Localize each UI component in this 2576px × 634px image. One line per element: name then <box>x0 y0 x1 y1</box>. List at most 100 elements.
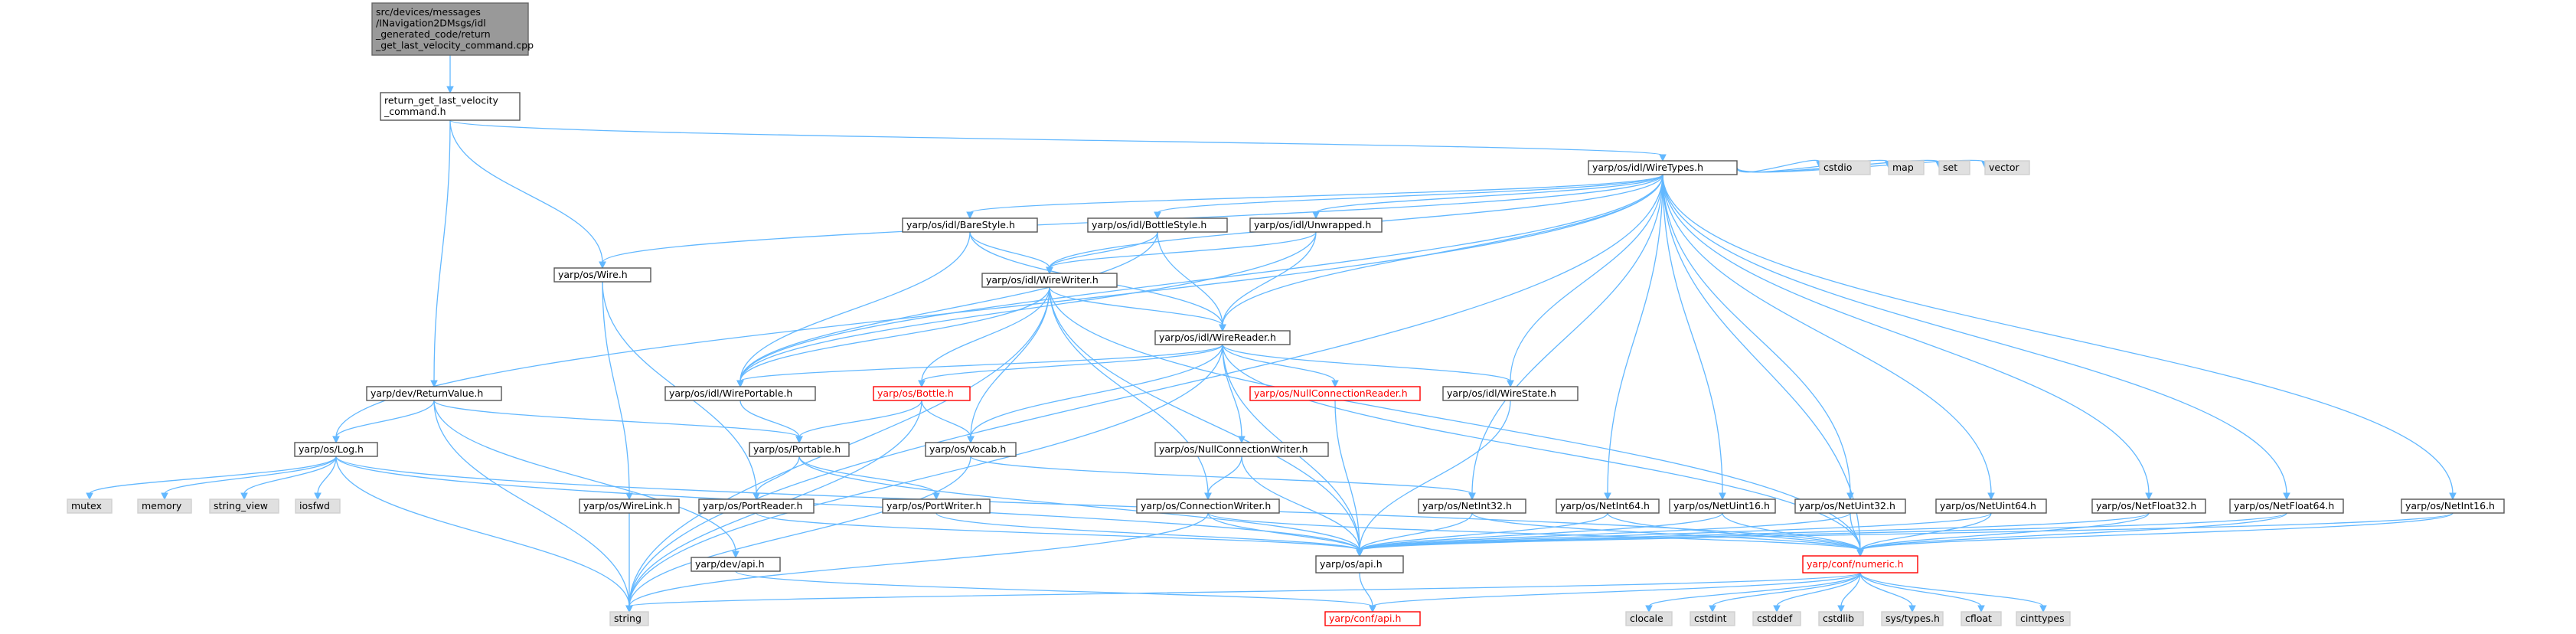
edge-arrowhead <box>1856 549 1864 557</box>
node-log[interactable]: yarp/os/Log.h <box>294 442 378 457</box>
edge-wirereader-to-vocab <box>970 344 1223 438</box>
node-systypes[interactable]: sys/types.h <box>1881 611 1944 626</box>
node-label: yarp/os/NetInt32.h <box>1422 500 1512 511</box>
node-label: mutex <box>71 500 102 511</box>
node-label: yarp/os/idl/WireTypes.h <box>1592 162 1703 173</box>
node-box <box>1690 611 1735 626</box>
node-label: yarp/os/NetFloat64.h <box>2234 500 2334 511</box>
node-connwriter[interactable]: yarp/os/ConnectionWriter.h <box>1136 498 1280 514</box>
node-portwriter[interactable]: yarp/os/PortWriter.h <box>882 498 991 514</box>
edge-portable-to-osapi <box>798 456 1360 551</box>
node-clocale[interactable]: clocale <box>1625 611 1673 626</box>
node-wirewriter[interactable]: yarp/os/idl/WireWriter.h <box>981 273 1118 288</box>
node-label: cstdlib <box>1823 613 1854 624</box>
edge-arrowhead <box>625 605 633 613</box>
edge-arrowhead <box>1331 380 1339 388</box>
node-netint16[interactable]: yarp/os/NetInt16.h <box>2401 498 2505 514</box>
node-netint64[interactable]: yarp/os/NetInt64.h <box>1556 498 1660 514</box>
node-netuint16[interactable]: yarp/os/NetUint16.h <box>1669 498 1776 514</box>
edge-connwriter-to-string <box>628 512 1209 607</box>
node-label: cstdint <box>1694 613 1727 624</box>
node-label: yarp/os/Bottle.h <box>877 387 954 399</box>
node-wirereader[interactable]: yarp/os/idl/WireReader.h <box>1154 330 1291 345</box>
node-vector[interactable]: vector <box>1984 160 2030 175</box>
edge-returnvalue-to-portable <box>433 400 800 438</box>
node-box <box>925 442 1017 457</box>
node-cstdint[interactable]: cstdint <box>1690 611 1735 626</box>
node-barestyle[interactable]: yarp/os/idl/BareStyle.h <box>902 217 1038 233</box>
node-box <box>1315 555 1404 574</box>
node-set[interactable]: set <box>1938 160 1970 175</box>
edge-netuint32-to-numeric <box>1850 512 1861 551</box>
node-wiretypes[interactable]: yarp/os/idl/WireTypes.h <box>1588 160 1738 175</box>
node-cstdio[interactable]: cstdio <box>1819 160 1871 175</box>
node-bottlestyle[interactable]: yarp/os/idl/BottleStyle.h <box>1087 217 1228 233</box>
edge-portwriter-to-osapi <box>935 512 1360 551</box>
node-box <box>137 498 192 514</box>
node-vocab[interactable]: yarp/os/Vocab.h <box>925 442 1017 457</box>
node-wirestate[interactable]: yarp/os/idl/WireState.h <box>1442 386 1579 401</box>
edge-arrowhead <box>736 380 744 388</box>
node-box <box>1888 160 1925 175</box>
node-string[interactable]: string <box>609 611 649 626</box>
node-mutex[interactable]: mutex <box>67 498 113 514</box>
edge-unwrapped-to-wireportable <box>739 231 1317 382</box>
node-cstddef[interactable]: cstddef <box>1752 611 1801 626</box>
node-box <box>2091 498 2206 514</box>
node-wireportable[interactable]: yarp/os/idl/WirePortable.h <box>664 386 816 401</box>
node-label: yarp/os/idl/BottleStyle.h <box>1092 219 1206 230</box>
edge-wiretypes-to-barestyle <box>969 174 1663 214</box>
edge-barestyle-to-wirewriter <box>969 231 1050 269</box>
node-box <box>691 557 781 572</box>
edge-netuint16-to-osapi <box>1359 512 1723 551</box>
node-string_view[interactable]: string_view <box>209 498 279 514</box>
node-map[interactable]: map <box>1888 160 1925 175</box>
node-cfloat[interactable]: cfloat <box>1961 611 2002 626</box>
edge-arrowhead <box>1154 211 1161 220</box>
node-netuint32[interactable]: yarp/os/NetUint32.h <box>1794 498 1906 514</box>
node-root[interactable]: src/devices/messages/INavigation2DMsgs/i… <box>371 2 534 56</box>
node-label: yarp/os/idl/WireWriter.h <box>986 274 1099 286</box>
edge-log-to-numeric <box>335 456 1861 551</box>
edge-arrowhead <box>1908 605 1916 613</box>
node-osapi[interactable]: yarp/os/api.h <box>1315 555 1404 574</box>
edge-arrowhead <box>240 492 248 501</box>
node-netfloat32[interactable]: yarp/os/NetFloat32.h <box>2091 498 2206 514</box>
node-box <box>664 386 816 401</box>
node-box <box>1669 498 1776 514</box>
node-nullconnwriter[interactable]: yarp/os/NullConnectionWriter.h <box>1154 442 1329 457</box>
edge-rglv-to-wiretypes <box>449 119 1663 156</box>
node-numeric[interactable]: yarp/conf/numeric.h <box>1802 555 1918 574</box>
edge-arrowhead <box>2283 492 2290 501</box>
node-portable[interactable]: yarp/os/Portable.h <box>749 442 850 457</box>
node-nullconnreader[interactable]: yarp/os/NullConnectionReader.h <box>1249 386 1421 401</box>
node-unwrapped[interactable]: yarp/os/idl/Unwrapped.h <box>1249 217 1383 233</box>
edge-arrowhead <box>1046 266 1053 275</box>
edge-log-to-string <box>335 456 630 607</box>
node-box <box>902 217 1038 233</box>
node-iosfwd[interactable]: iosfwd <box>295 498 341 514</box>
node-devapi[interactable]: yarp/dev/api.h <box>691 557 781 572</box>
edge-arrowhead <box>732 551 739 559</box>
node-wirelink[interactable]: yarp/os/WireLink.h <box>579 498 680 514</box>
edge-wiretypes-to-netfloat64 <box>1662 174 2287 495</box>
node-cinttypes[interactable]: cinttypes <box>2016 611 2071 626</box>
node-cstdlib[interactable]: cstdlib <box>1818 611 1864 626</box>
edge-returnvalue-to-log <box>335 400 435 438</box>
node-label: yarp/os/NetInt16.h <box>2405 500 2495 511</box>
node-confapi[interactable]: yarp/conf/api.h <box>1324 611 1421 626</box>
node-portreader[interactable]: yarp/os/PortReader.h <box>698 498 815 514</box>
node-box <box>1588 160 1738 175</box>
node-label: yarp/dev/api.h <box>695 558 765 570</box>
node-rglv[interactable]: return_get_last_velocity_command.h <box>380 92 521 121</box>
node-memory[interactable]: memory <box>137 498 192 514</box>
node-box <box>749 442 850 457</box>
node-netuint64[interactable]: yarp/os/NetUint64.h <box>1935 498 2047 514</box>
node-wire[interactable]: yarp/os/Wire.h <box>553 267 651 283</box>
node-bottle[interactable]: yarp/os/Bottle.h <box>873 386 971 401</box>
node-returnvalue[interactable]: yarp/dev/ReturnValue.h <box>366 386 502 401</box>
node-netint32[interactable]: yarp/os/NetInt32.h <box>1418 498 1526 514</box>
edge-arrowhead <box>2039 605 2047 613</box>
node-netfloat64[interactable]: yarp/os/NetFloat64.h <box>2229 498 2344 514</box>
edge-arrowhead <box>795 436 803 444</box>
